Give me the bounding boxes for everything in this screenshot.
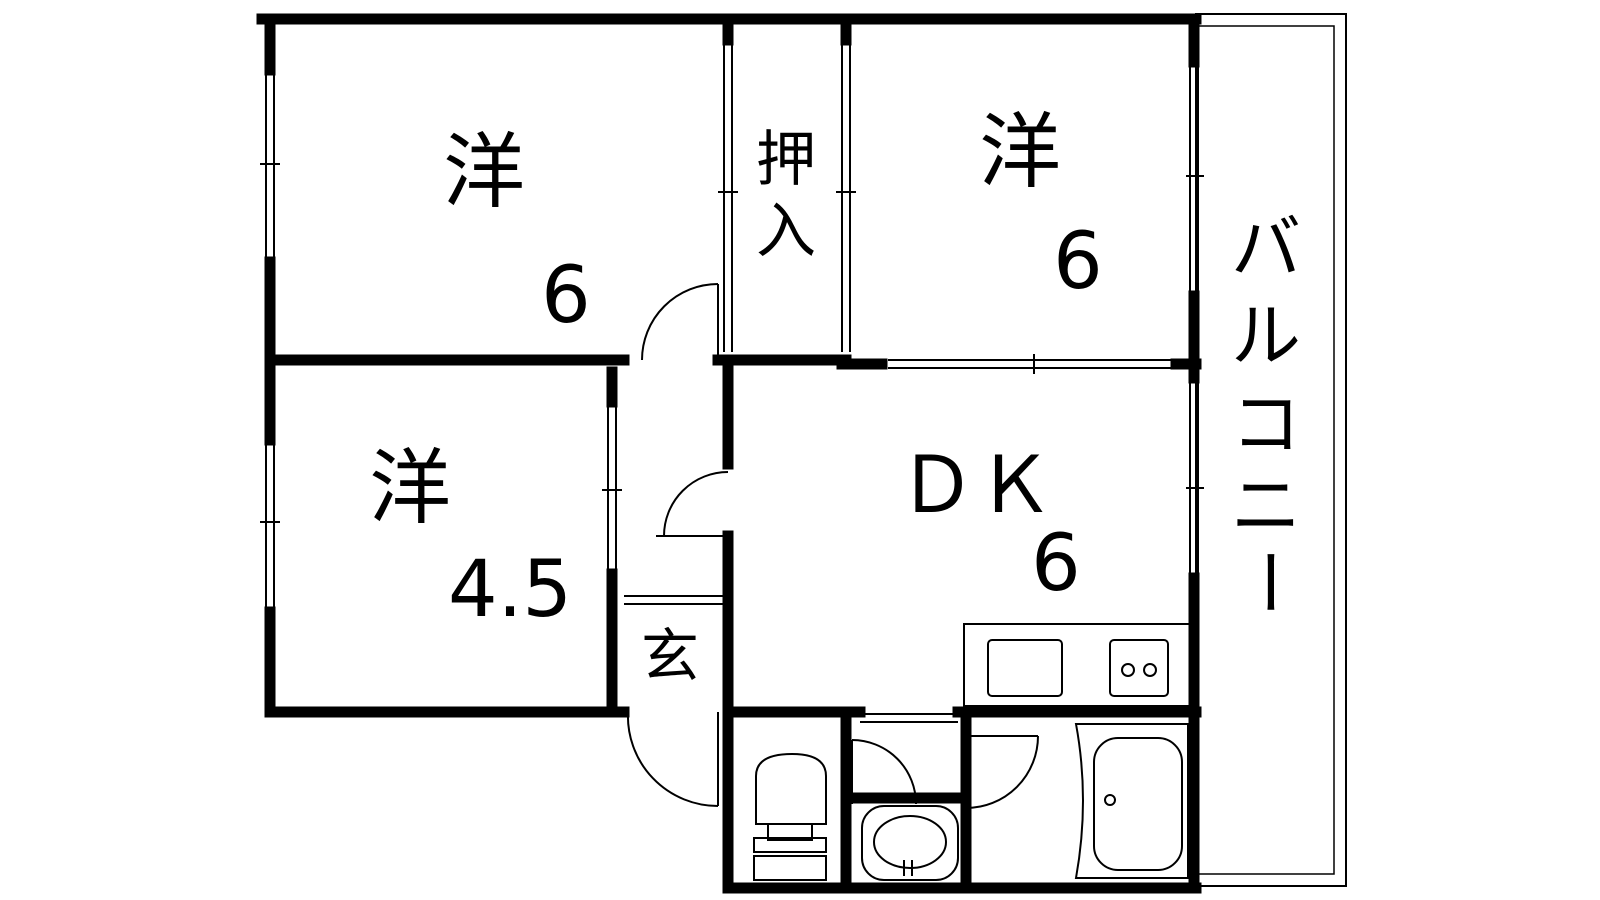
room-size-label: 4.5 xyxy=(448,545,572,635)
closet-label: 押 xyxy=(756,125,816,195)
balcony-label: ー xyxy=(1227,547,1309,617)
room-size-label: 6 xyxy=(541,251,591,341)
sink-icon xyxy=(987,639,1063,697)
balcony-label: ル xyxy=(1231,295,1301,377)
room-size-label: 6 xyxy=(1031,519,1081,609)
labels: 洋 6 洋 6 洋 4.5 ＤＫ 6 押 入 玄 バ ル コ ニ ー xyxy=(369,105,1309,690)
washbasin-icon xyxy=(861,805,959,881)
toilet-icon xyxy=(753,752,827,881)
kitchen-counter xyxy=(963,623,1191,707)
room-type-label: ＤＫ xyxy=(898,441,1054,531)
room-size-label: 6 xyxy=(1053,217,1103,307)
balcony-label: バ xyxy=(1231,207,1301,289)
balcony-label: ニ xyxy=(1231,465,1301,547)
closet-label: 入 xyxy=(756,197,816,267)
walls xyxy=(256,13,1202,894)
room-type-label: 洋 xyxy=(443,125,525,220)
entrance-label: 玄 xyxy=(641,622,699,690)
balcony-label: コ xyxy=(1231,383,1301,465)
door-swings xyxy=(626,283,1039,809)
room-type-label: 洋 xyxy=(979,105,1061,200)
bathtub-icon xyxy=(1074,723,1189,879)
sliding-doors xyxy=(260,40,1204,723)
room-type-label: 洋 xyxy=(369,441,451,536)
stove-icon xyxy=(1109,639,1169,697)
balcony xyxy=(1195,13,1347,887)
